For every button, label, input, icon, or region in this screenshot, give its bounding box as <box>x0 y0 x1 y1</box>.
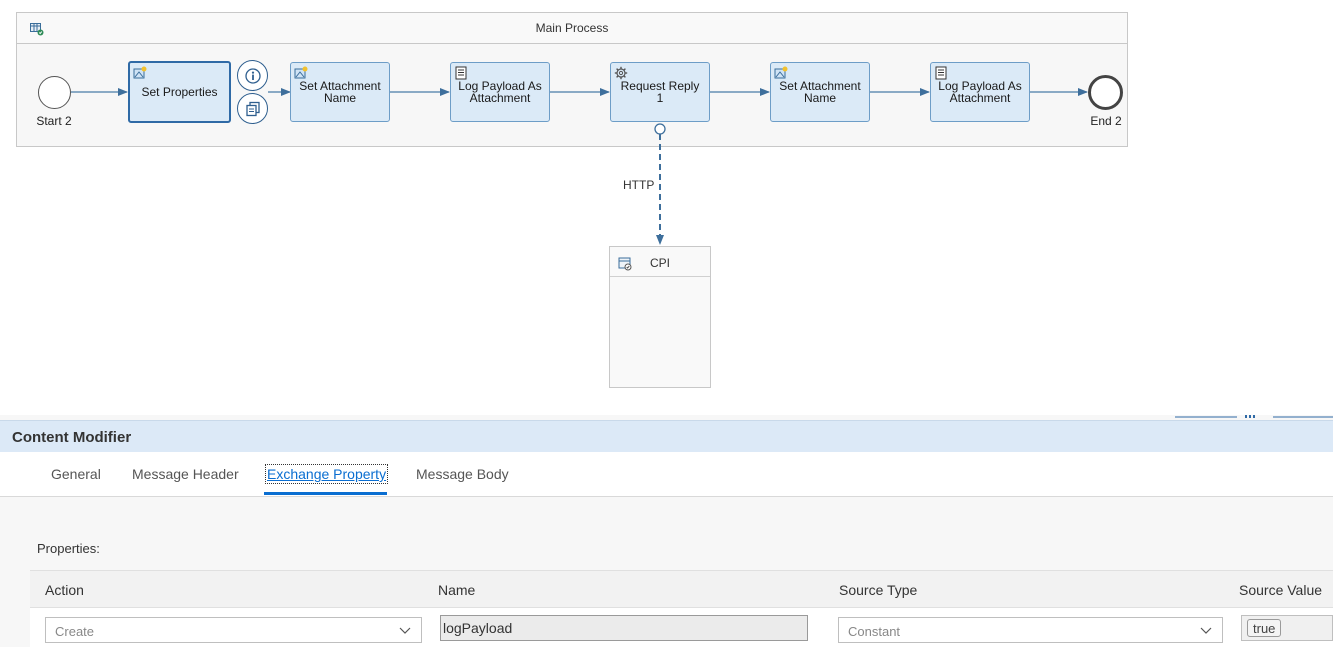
tab-message-header[interactable]: Message Header <box>132 466 239 482</box>
source-type-value: Constant <box>848 624 901 639</box>
step-label: Log Payload As Attachment <box>938 79 1022 105</box>
copy-button[interactable] <box>237 93 268 124</box>
panel-resize-handle[interactable] <box>1175 415 1333 419</box>
step-label: Request Reply 1 <box>620 79 700 105</box>
action-value: Create <box>55 624 95 639</box>
column-header-name: Name <box>438 582 476 598</box>
script-icon <box>455 66 467 80</box>
properties-label: Properties: <box>37 541 100 556</box>
column-header-action: Action <box>45 582 84 598</box>
start-event[interactable] <box>38 76 71 109</box>
tab-general[interactable]: General <box>51 466 101 482</box>
receiver-header: CPI <box>610 247 710 277</box>
message-flow-start <box>654 123 666 135</box>
step-request-reply[interactable]: Request Reply 1 <box>610 62 710 122</box>
content-modifier-icon <box>133 66 147 79</box>
script-icon <box>935 66 947 80</box>
step-label: Set Properties <box>141 85 218 99</box>
tab-bar: General Message Header Exchange Property… <box>0 452 1333 497</box>
table-row[interactable]: Create logPayload Constant true <box>30 608 1333 647</box>
tab-exchange-property[interactable]: Exchange Property <box>264 464 389 484</box>
end-event[interactable] <box>1088 75 1123 110</box>
step-label: Log Payload As Attachment <box>458 79 542 105</box>
sequence-flows <box>71 88 1088 245</box>
table-header: Action Name Source Type Source Value <box>30 570 1333 608</box>
content-modifier-icon <box>294 66 308 79</box>
gear-icon <box>614 66 628 80</box>
step-log-payload-1[interactable]: Log Payload As Attachment <box>450 62 550 122</box>
receiver-cpi[interactable]: CPI <box>609 246 711 388</box>
step-label: Set Attachment Name <box>779 79 861 105</box>
http-connection-label[interactable]: HTTP <box>622 178 656 192</box>
name-input[interactable]: logPayload <box>440 615 808 641</box>
step-set-attachment-name-2[interactable]: Set Attachment Name <box>770 62 870 122</box>
name-value: logPayload <box>443 620 513 636</box>
step-label: Set Attachment Name <box>299 79 381 105</box>
step-set-properties[interactable]: Set Properties <box>128 61 231 123</box>
end-event-label: End 2 <box>1090 114 1122 128</box>
receiver-label: CPI <box>650 256 671 270</box>
start-event-label: Start 2 <box>36 114 72 128</box>
tab-message-body[interactable]: Message Body <box>416 466 509 482</box>
copy-icon <box>245 101 260 116</box>
panel-header: Content Modifier <box>0 420 1333 452</box>
properties-panel: Content Modifier General Message Header … <box>0 415 1333 647</box>
panel-title: Content Modifier <box>12 429 132 446</box>
process-icon <box>30 23 44 36</box>
pool-title: Main Process <box>535 21 609 35</box>
chevron-down-icon <box>399 627 411 634</box>
active-tab-indicator <box>264 492 387 495</box>
source-value-input[interactable]: true <box>1241 615 1333 641</box>
chevron-down-icon <box>1200 627 1212 634</box>
info-icon <box>244 67 261 84</box>
content-modifier-icon <box>774 66 788 79</box>
step-set-attachment-name-1[interactable]: Set Attachment Name <box>290 62 390 122</box>
column-header-source-value: Source Value <box>1239 582 1323 598</box>
integration-flow-canvas[interactable]: Main Process Start 2 <box>0 0 1333 415</box>
source-type-select[interactable]: Constant <box>838 617 1223 643</box>
pool-header: Main Process <box>17 13 1127 44</box>
receiver-icon <box>618 257 632 271</box>
info-button[interactable] <box>237 60 268 91</box>
column-header-source-type: Source Type <box>839 582 918 598</box>
properties-table: Action Name Source Type Source Value Cre… <box>30 570 1333 647</box>
step-log-payload-2[interactable]: Log Payload As Attachment <box>930 62 1030 122</box>
action-select[interactable]: Create <box>45 617 422 643</box>
source-value-token: true <box>1247 619 1282 637</box>
